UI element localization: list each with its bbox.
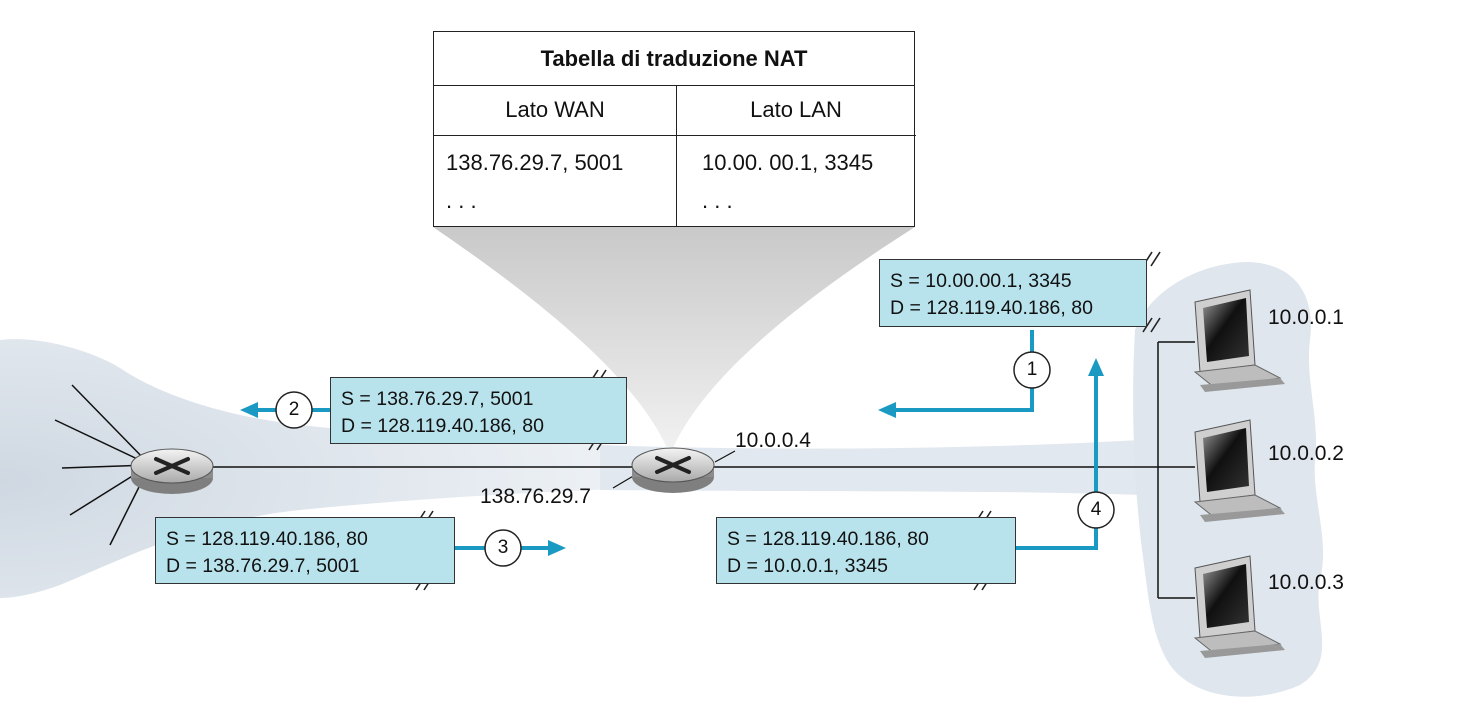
packet-4-destination: D = 10.0.0.1, 3345 — [727, 555, 888, 577]
packet-1: S = 10.00.00.1, 3345 D = 128.119.40.186,… — [879, 259, 1147, 327]
packet-2: S = 138.76.29.7, 5001 D = 128.119.40.186… — [330, 377, 627, 444]
host-2-address: 10.0.0.2 — [1268, 442, 1344, 465]
nat-translation-table: Tabella di traduzione NAT Lato WAN Lato … — [433, 31, 916, 227]
step-4-label: 4 — [1090, 499, 1102, 520]
step-2-label: 2 — [288, 399, 300, 420]
lan-more: . . . — [702, 188, 733, 213]
host-1-computer — [1193, 289, 1285, 392]
packet-1-source: S = 10.00.00.1, 3345 — [890, 270, 1072, 292]
internet-router — [130, 448, 214, 494]
wan-entry: 138.76.29.7, 5001 — [446, 150, 624, 175]
wan-column-header: Lato WAN — [434, 85, 676, 136]
packet-3-source: S = 128.119.40.186, 80 — [166, 528, 368, 550]
host-1-address: 10.0.0.1 — [1268, 306, 1344, 329]
nat-router — [631, 447, 715, 493]
arrow-step-1 — [890, 330, 1034, 412]
arrow-step-4 — [1015, 372, 1098, 550]
step-1-label: 1 — [1026, 359, 1038, 380]
packet-3-destination: D = 138.76.29.7, 5001 — [166, 555, 360, 577]
packet-3: S = 128.119.40.186, 80 D = 138.76.29.7, … — [155, 517, 455, 584]
lan-entry: 10.00. 00.1, 3345 — [702, 150, 874, 175]
packet-2-source: S = 138.76.29.7, 5001 — [341, 388, 534, 410]
step-3-label: 3 — [497, 537, 509, 558]
host-2-computer — [1193, 419, 1285, 522]
zoom-beam — [433, 227, 915, 455]
router-wan-address: 138.76.29.7 — [480, 485, 591, 508]
wan-more: . . . — [446, 188, 477, 213]
host-3-address: 10.0.0.3 — [1268, 571, 1344, 594]
host-3-computer — [1193, 555, 1285, 658]
packet-4-source: S = 128.119.40.186, 80 — [727, 528, 929, 550]
packet-2-destination: D = 128.119.40.186, 80 — [341, 415, 544, 437]
packet-1-destination: D = 128.119.40.186, 80 — [890, 297, 1093, 319]
packet-4: S = 128.119.40.186, 80 D = 10.0.0.1, 334… — [716, 517, 1016, 584]
column-divider — [676, 85, 677, 227]
nat-table-title: Tabella di traduzione NAT — [434, 32, 914, 86]
router-lan-address: 10.0.0.4 — [735, 429, 811, 452]
lan-column-header: Lato LAN — [676, 85, 916, 136]
